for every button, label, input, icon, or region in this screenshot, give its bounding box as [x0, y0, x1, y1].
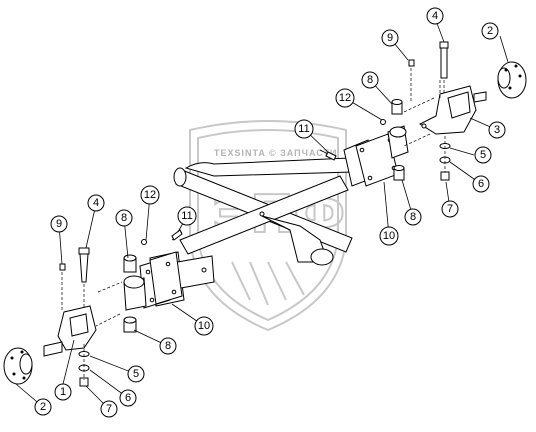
left-knuckle	[43, 305, 97, 357]
callout-4-right-label: 4	[432, 10, 438, 22]
callout-6-right-label: 6	[478, 178, 484, 190]
callout-6-left-label: 6	[125, 392, 131, 404]
callout-5-left-label: 5	[133, 368, 139, 380]
callout-8-right-top: 8	[361, 71, 379, 89]
callout-8-left-top: 8	[115, 209, 133, 227]
callout-6-right: 6	[472, 175, 490, 193]
callout-6-left: 6	[119, 389, 137, 407]
callout-4-left: 4	[87, 194, 105, 212]
callout-11-left-label: 11	[181, 210, 192, 222]
callout-12-left-label: 12	[144, 189, 156, 201]
assembly-guides	[95, 80, 441, 327]
callout-12-right: 12	[335, 88, 355, 108]
left-kingpin	[59, 247, 90, 312]
callout-7-right-label: 7	[447, 203, 453, 215]
callout-7-right: 7	[441, 200, 459, 218]
callout-10-right: 10	[379, 226, 399, 246]
callout-9-left-label: 9	[56, 218, 62, 230]
callout-5-right-label: 5	[480, 149, 486, 161]
callout-8-left-top-label: 8	[121, 212, 127, 224]
callout-1: 1	[54, 383, 72, 401]
callout-8-left-bottom: 8	[159, 337, 177, 355]
left-clamp-plates	[123, 251, 183, 311]
callout-7-left-label: 7	[106, 403, 112, 415]
callout-8-left-bottom-label: 8	[165, 340, 171, 352]
left-bushings	[123, 254, 137, 333]
callout-11-right: 11	[294, 119, 314, 139]
callout-12-right-label: 12	[339, 92, 351, 104]
callout-4-left-label: 4	[93, 197, 99, 209]
callout-9-right: 9	[381, 29, 399, 47]
bolts-and-nuts	[141, 119, 386, 245]
right-kingpin	[408, 41, 449, 102]
callout-2-left: 2	[34, 398, 52, 416]
watermark-brand-text: TEXSINTA © ЗАПЧАСТИ	[214, 148, 337, 158]
callout-9-right-label: 9	[387, 32, 393, 44]
callout-4-right: 4	[426, 7, 444, 25]
callout-7-left: 7	[100, 400, 118, 418]
callout-2-right-label: 2	[487, 25, 493, 37]
callout-5-left: 5	[127, 365, 145, 383]
callout-8-right-top-label: 8	[367, 74, 373, 86]
callout-10-left: 10	[194, 316, 214, 336]
callout-3: 3	[488, 121, 506, 139]
callout-10-left-label: 10	[198, 320, 210, 332]
callout-5-right: 5	[474, 146, 492, 164]
left-fasteners	[78, 344, 90, 387]
left-hub	[3, 347, 33, 385]
callout-2-right: 2	[481, 22, 499, 40]
callout-11-right-label: 11	[298, 123, 309, 135]
callout-10-right-label: 10	[383, 230, 395, 242]
callout-8-right-bottom: 8	[404, 208, 422, 226]
callout-11-left: 11	[177, 206, 197, 226]
callout-3-label: 3	[494, 124, 500, 136]
right-bushings	[391, 99, 405, 181]
callout-12-left: 12	[140, 185, 160, 205]
right-fasteners	[439, 136, 451, 181]
right-hub	[497, 61, 527, 99]
callout-8-right-bottom-label: 8	[410, 211, 416, 223]
callout-1-label: 1	[60, 386, 66, 398]
callout-2-left-label: 2	[40, 401, 46, 413]
right-clamp-plates	[343, 125, 409, 187]
callout-9-left: 9	[50, 215, 68, 233]
watermark: TEXSINTA © ЗАПЧАСТИ ЭПФ	[189, 120, 347, 332]
right-knuckle	[418, 85, 487, 135]
